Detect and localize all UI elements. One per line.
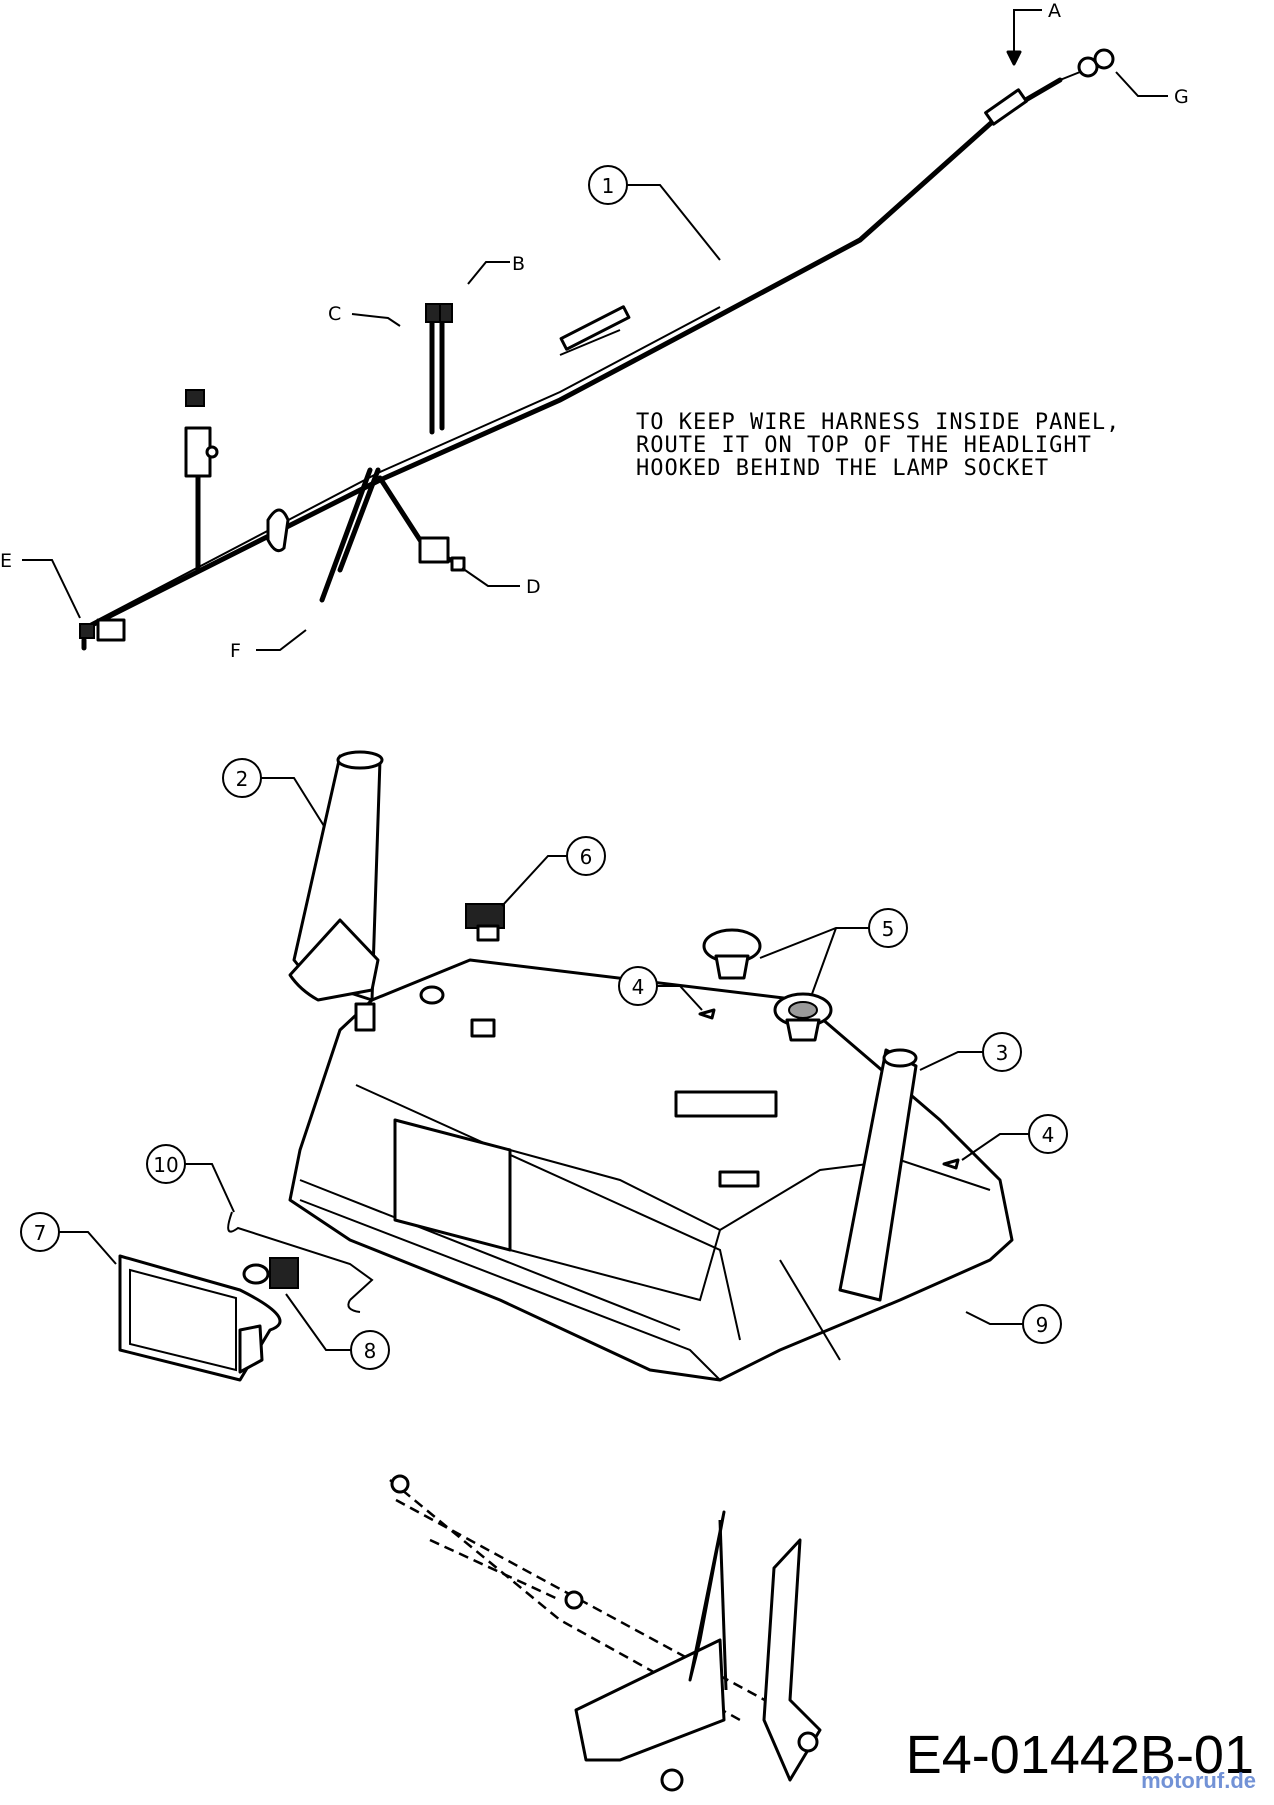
knobs <box>702 928 833 1042</box>
callout-label-6: 6 <box>580 845 593 869</box>
callout-label-3: 3 <box>996 1041 1009 1065</box>
callout-c: C <box>328 303 401 327</box>
callout-b: B <box>467 253 525 285</box>
watermark: motoruf.de <box>1141 1768 1256 1793</box>
callout-e: E <box>0 550 81 619</box>
routing-note-line-2: ROUTE IT ON TOP OF THE HEADLIGHT <box>636 433 1092 458</box>
column-cover-right <box>838 1048 918 1302</box>
callout-4a: 4 <box>618 966 703 1011</box>
switch <box>465 903 505 942</box>
callout-label-10: 10 <box>153 1153 178 1177</box>
callout-label-9: 9 <box>1036 1313 1049 1337</box>
callout-label-a: A <box>1048 0 1061 22</box>
callout-10: 10 <box>146 1144 235 1213</box>
callout-1: 1 <box>588 165 721 261</box>
callout-label-c: C <box>328 303 341 325</box>
screws <box>698 1008 960 1170</box>
callout-label-7: 7 <box>34 1221 47 1245</box>
drawing-id: E4-01442B-01 <box>905 1725 1254 1785</box>
callout-4b: 4 <box>961 1114 1068 1161</box>
column-cover-left <box>288 750 384 1002</box>
wire-harness <box>79 48 1115 651</box>
callout-3: 3 <box>919 1032 1022 1072</box>
callout-label-g: G <box>1174 86 1189 108</box>
callout-9: 9 <box>965 1304 1062 1344</box>
routing-note-line-3: HOOKED BEHIND THE LAMP SOCKET <box>636 456 1050 481</box>
callout-5: 5 <box>759 908 908 995</box>
callout-label-2: 2 <box>236 767 249 791</box>
bulb-socket <box>242 1257 299 1289</box>
callout-label-b: B <box>512 253 525 275</box>
headlight <box>118 1254 282 1382</box>
callout-label-4a: 4 <box>632 975 645 999</box>
callout-label-8: 8 <box>364 1339 377 1363</box>
callout-label-e: E <box>0 550 12 572</box>
callout-label-4b: 4 <box>1042 1123 1055 1147</box>
callout-d: D <box>461 567 541 598</box>
callout-label-d: D <box>526 576 541 598</box>
callout-label-f: F <box>230 640 241 662</box>
routing-note-line-1: TO KEEP WIRE HARNESS INSIDE PANEL, <box>636 410 1121 435</box>
callout-f: F <box>230 629 307 662</box>
callout-g: G <box>1115 71 1189 108</box>
callout-label-5: 5 <box>882 917 895 941</box>
dash-panel <box>288 958 1014 1382</box>
callout-label-1: 1 <box>602 174 615 198</box>
callout-a: A <box>1006 0 1061 66</box>
mounting-brackets <box>389 1474 822 1792</box>
callout-7: 7 <box>20 1212 117 1265</box>
callout-6: 6 <box>501 836 606 907</box>
routing-note: TO KEEP WIRE HARNESS INSIDE PANEL,ROUTE … <box>636 411 1120 480</box>
pigtail-wire <box>227 1211 374 1313</box>
callout-2: 2 <box>222 758 325 827</box>
callout-8: 8 <box>285 1293 390 1370</box>
